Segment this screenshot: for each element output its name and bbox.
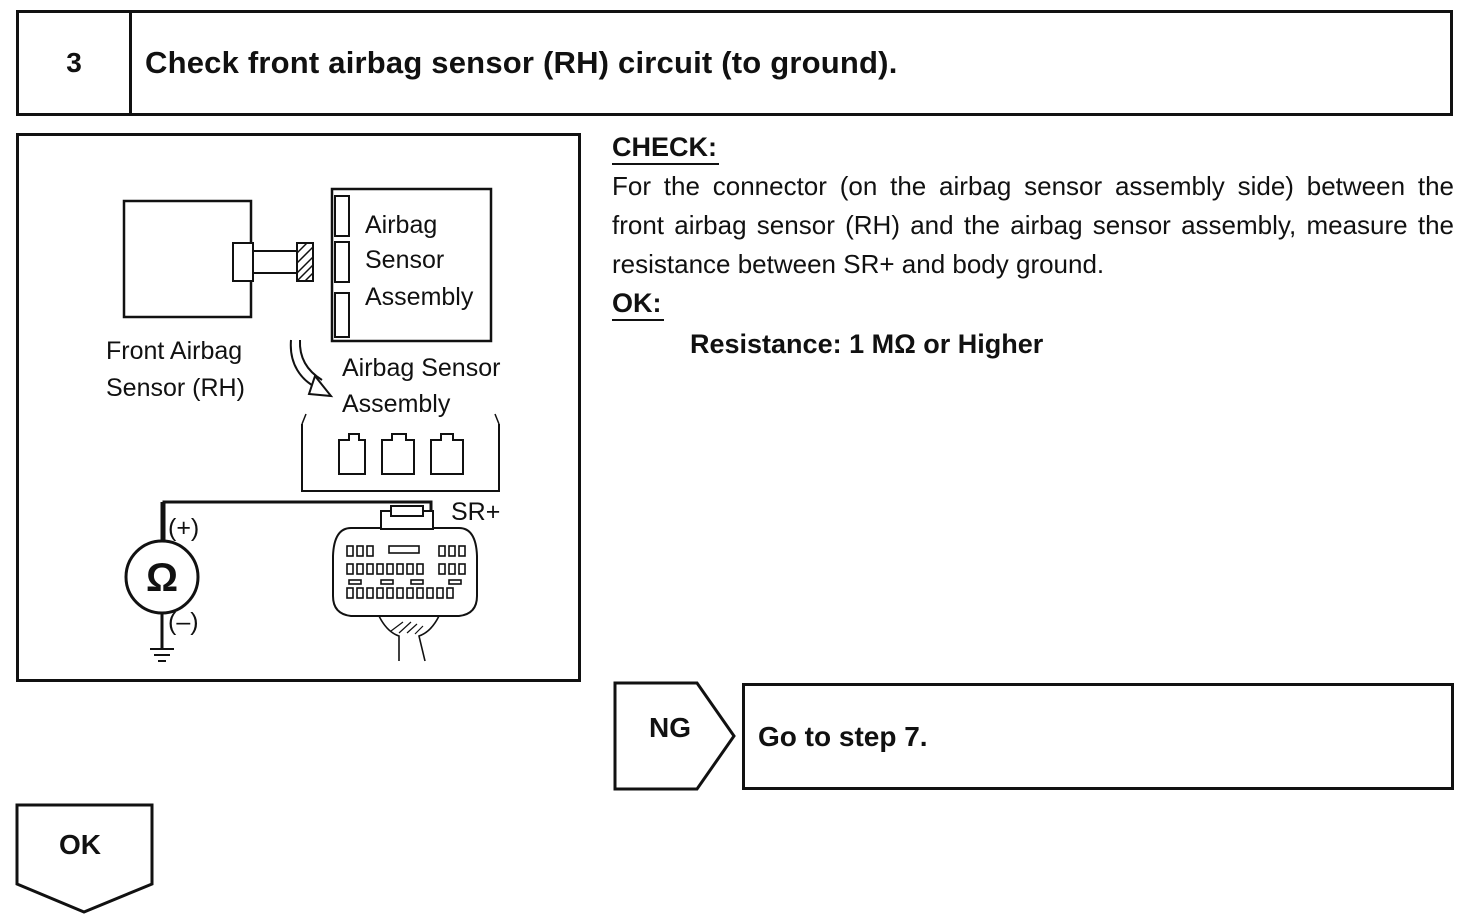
ng-action-box: Go to step 7. — [742, 683, 1454, 790]
assembly-connector-label-1: Airbag Sensor — [342, 354, 500, 382]
step-number: 3 — [19, 13, 132, 113]
multi-pin-connector-icon — [332, 505, 478, 662]
check-heading: CHECK: — [612, 131, 719, 165]
assembly-top-label-2: Sensor — [365, 246, 444, 274]
ok-label: OK — [59, 829, 101, 860]
ok-specification: Resistance: 1 MΩ or Higher — [690, 329, 1044, 359]
step-title: Check front airbag sensor (RH) circuit (… — [145, 45, 898, 80]
meter-plus-label: (+) — [168, 514, 199, 542]
step-header: 3 Check front airbag sensor (RH) circuit… — [16, 10, 1453, 116]
ng-chevron-icon — [613, 681, 736, 791]
ok-heading: OK: — [612, 287, 664, 321]
curved-arrow-icon — [289, 339, 334, 398]
assembly-connector-label-2: Assembly — [342, 390, 451, 418]
ng-action-text: Go to step 7. — [758, 720, 928, 752]
assembly-top-label-1: Airbag — [365, 211, 437, 239]
ok-down-arrow-icon — [15, 803, 154, 914]
hatched-connector-icon — [296, 242, 314, 282]
front-sensor-label-2: Sensor (RH) — [106, 374, 245, 402]
terminal-label: SR+ — [451, 498, 500, 526]
wiring-figure: Airbag Sensor Assembly Front Airbag Sens… — [16, 133, 581, 682]
ng-label: NG — [649, 712, 691, 743]
check-instructions: For the connector (on the airbag sensor … — [612, 171, 1454, 279]
connector-face-icon — [301, 413, 500, 492]
ohm-symbol: Ω — [146, 556, 178, 600]
assembly-box — [330, 187, 493, 343]
front-sensor-plug — [232, 242, 254, 282]
connector-diagram: Airbag Sensor Assembly Front Airbag Sens… — [106, 187, 500, 662]
front-sensor-box — [122, 199, 253, 319]
ground-icon — [150, 648, 174, 662]
check-section: CHECK: For the connector (on the airbag … — [612, 128, 1454, 364]
ohmmeter-icon: Ω — [124, 502, 200, 649]
assembly-top-label-3: Assembly — [365, 283, 474, 311]
front-sensor-label-1: Front Airbag — [106, 337, 242, 365]
meter-minus-label: (–) — [168, 608, 199, 636]
